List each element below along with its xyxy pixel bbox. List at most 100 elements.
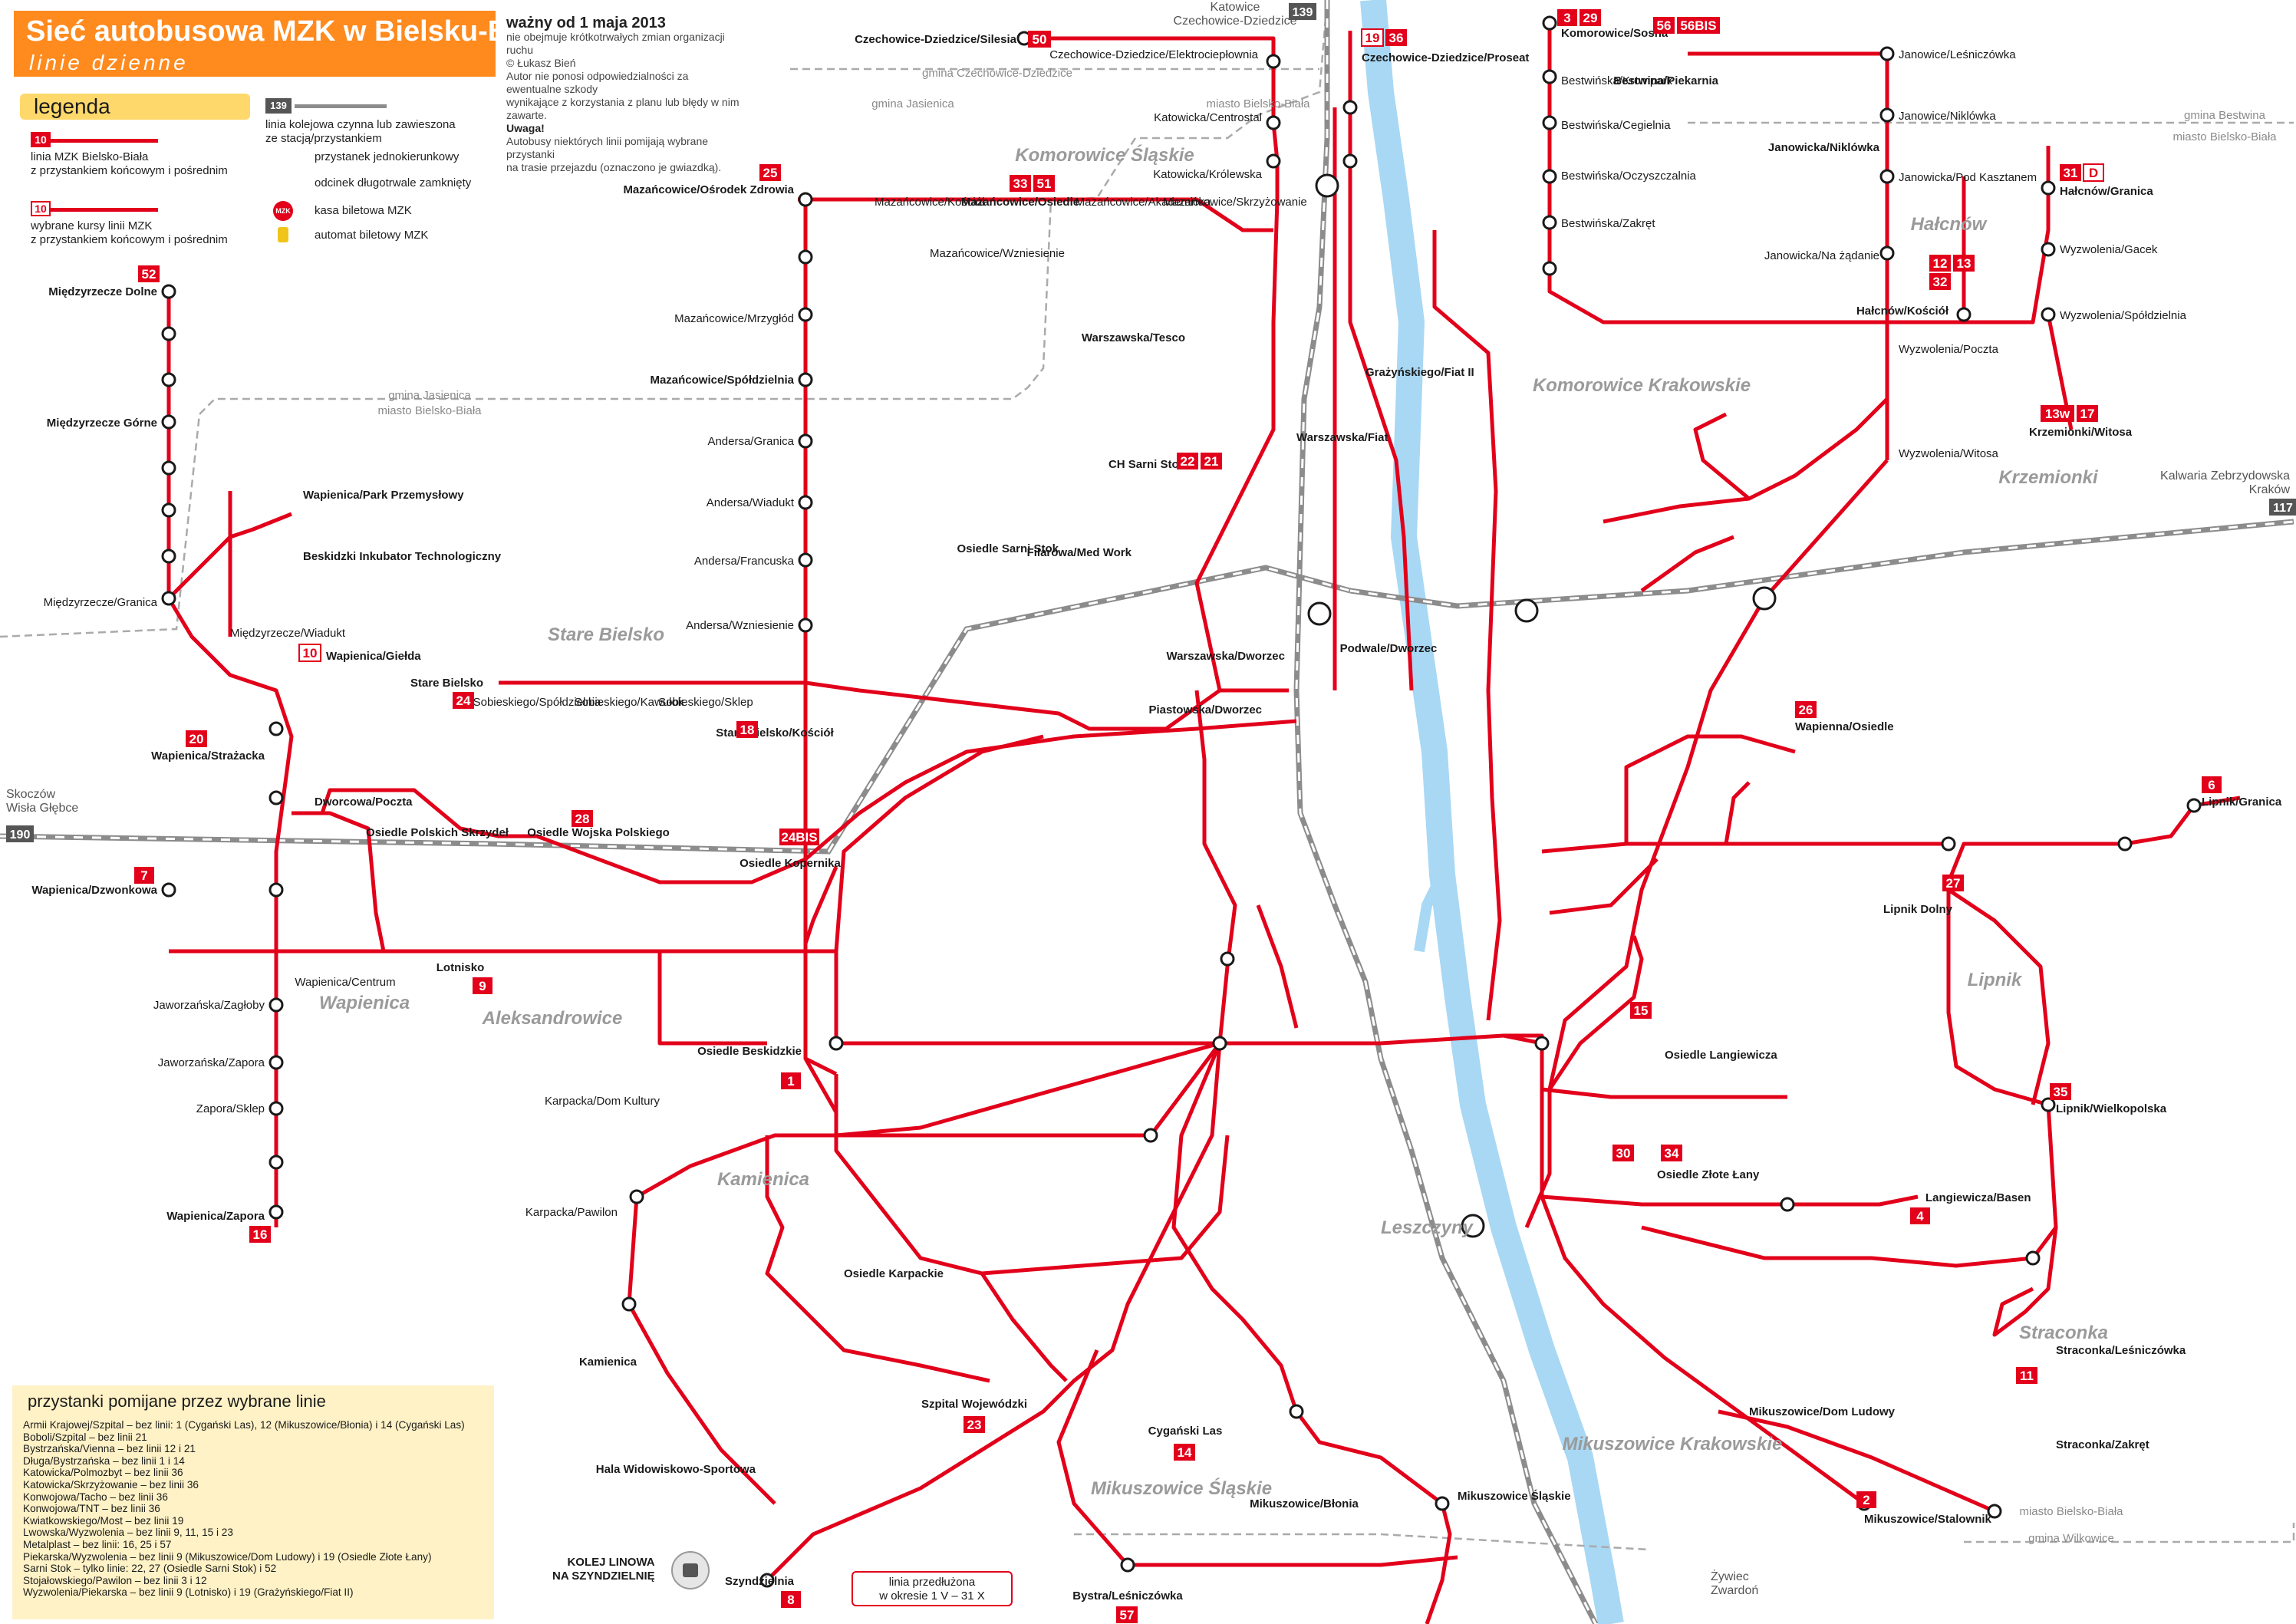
svg-text:Czechowice-Dziedzice/Proseat: Czechowice-Dziedzice/Proseat: [1362, 51, 1529, 64]
svg-text:Krzemionki/Witosa: Krzemionki/Witosa: [2029, 426, 2133, 439]
svg-text:Lipnik Dolny: Lipnik Dolny: [1883, 903, 1953, 916]
svg-text:Filarowa/Med Work: Filarowa/Med Work: [1027, 546, 1132, 559]
svg-text:Aleksandrowice: Aleksandrowice: [482, 1008, 623, 1029]
svg-text:Mikuszowice/Dom Ludowy: Mikuszowice/Dom Ludowy: [1749, 1405, 1896, 1418]
svg-text:Wapienica/Strażacka: Wapienica/Strażacka: [151, 749, 265, 763]
svg-text:Międzyrzecze Dolne: Międzyrzecze Dolne: [48, 285, 157, 298]
svg-text:Warszawska/Dworzec: Warszawska/Dworzec: [1166, 650, 1285, 663]
validity-line: Autobusy niektórych linii pomijają wybra…: [506, 135, 709, 160]
svg-text:Osiedle Kopernika: Osiedle Kopernika: [740, 857, 841, 870]
legend-item: automat biletowy MZK: [315, 229, 429, 242]
svg-text:Osiedle Złote Łany: Osiedle Złote Łany: [1657, 1168, 1760, 1181]
svg-text:Mazańcowice/Spółdzielnia: Mazańcowice/Spółdzielnia: [650, 374, 794, 387]
svg-text:14: 14: [1178, 1445, 1192, 1460]
svg-text:miasto Bielsko-Biała: miasto Bielsko-Biała: [2019, 1505, 2123, 1518]
svg-text:56BIS: 56BIS: [1680, 18, 1716, 33]
svg-text:Wyzwolenia/Poczta: Wyzwolenia/Poczta: [1899, 343, 1999, 356]
svg-text:Piastowska/Dworzec: Piastowska/Dworzec: [1148, 703, 1262, 716]
svg-text:11: 11: [2020, 1369, 2034, 1383]
validity-line: nie obejmuje krótkotrwałych zmian organi…: [506, 31, 725, 56]
svg-text:Wapienica/Zapora: Wapienica/Zapora: [166, 1210, 265, 1223]
legend-ticket-machine-icon: [278, 227, 288, 242]
svg-text:Stare Bielsko: Stare Bielsko: [410, 677, 483, 690]
svg-text:Janowicka/Na żądanie: Janowicka/Na żądanie: [1764, 249, 1879, 262]
list-item: Armii Krajowej/Szpital – bez linii: 1 (C…: [23, 1419, 465, 1431]
svg-text:Andersa/Wiadukt: Andersa/Wiadukt: [707, 496, 795, 509]
legend-kasa-icon: MZK: [273, 201, 293, 221]
svg-text:Andersa/Granica: Andersa/Granica: [707, 435, 794, 448]
svg-text:Szpital Wojewódzki: Szpital Wojewódzki: [921, 1398, 1027, 1411]
skipped-stops-title: przystanki pomijane przez wybrane linie: [28, 1392, 326, 1411]
svg-text:10: 10: [303, 646, 318, 660]
svg-text:Stare Bielsko/Kościół: Stare Bielsko/Kościół: [716, 726, 834, 740]
svg-text:Bestwińska/Cegielnia: Bestwińska/Cegielnia: [1561, 119, 1671, 132]
svg-text:190: 190: [10, 828, 31, 842]
svg-text:Katowicka/Królewska: Katowicka/Królewska: [1153, 168, 1262, 181]
svg-text:Katowicka/Centrostal: Katowicka/Centrostal: [1154, 111, 1262, 124]
svg-text:25: 25: [763, 166, 778, 180]
svg-text:29: 29: [1583, 11, 1598, 25]
svg-text:Osiedle Karpackie: Osiedle Karpackie: [844, 1267, 944, 1280]
svg-text:Sobieskiego/Kawułok: Sobieskiego/Kawułok: [575, 696, 684, 709]
svg-text:Wapienica: Wapienica: [319, 993, 410, 1013]
svg-text:2: 2: [1863, 1493, 1869, 1507]
svg-text:Mazańcowice/Osiedle: Mazańcowice/Osiedle: [961, 196, 1079, 209]
validity-warning: Uwaga!: [506, 122, 545, 134]
svg-text:Międzyrzecze Górne: Międzyrzecze Górne: [47, 417, 157, 430]
svg-text:Warszawska/Fiat: Warszawska/Fiat: [1296, 431, 1388, 444]
svg-text:Andersa/Wzniesienie: Andersa/Wzniesienie: [686, 619, 794, 632]
svg-text:117: 117: [2273, 502, 2293, 515]
boundary-labels: gmina Czechowice-Dziedzice gmina Jasieni…: [377, 67, 2277, 1545]
svg-text:Wyzwolenia/Spółdzielnia: Wyzwolenia/Spółdzielnia: [2060, 309, 2187, 322]
svg-text:Wapienica/Dzwonkowa: Wapienica/Dzwonkowa: [31, 884, 157, 897]
svg-text:Mikuszowice/Błonia: Mikuszowice/Błonia: [1250, 1497, 1359, 1510]
list-item: Stojałowskiego/Pawilon – bez linii 3 i 1…: [23, 1574, 207, 1586]
svg-text:Mazańcowice/Ośrodek Zdrowia: Mazańcowice/Ośrodek Zdrowia: [623, 183, 794, 196]
svg-text:CH Sarni Stok: CH Sarni Stok: [1108, 458, 1186, 471]
svg-text:Czechowice-Dziedzice/Elektroci: Czechowice-Dziedzice/Elektrociepłownia: [1049, 48, 1258, 61]
validity-notes: ważny od 1 maja 2013 nie obejmuje krótko…: [506, 15, 744, 174]
list-item: Sarni Stok – tylko linie: 22, 27 (Osiedl…: [23, 1563, 277, 1575]
validity-line: © Łukasz Bień: [506, 57, 576, 69]
railway-stations: [1307, 173, 1777, 1238]
svg-text:Straconka: Straconka: [2019, 1323, 2108, 1343]
svg-text:Zapora/Sklep: Zapora/Sklep: [196, 1102, 265, 1115]
svg-text:Straconka/Leśniczówka: Straconka/Leśniczówka: [2056, 1344, 2186, 1357]
svg-text:Hałcnów/Granica: Hałcnów/Granica: [2060, 185, 2153, 198]
svg-text:1: 1: [787, 1074, 794, 1089]
svg-text:7: 7: [140, 868, 147, 883]
svg-text:Osiedle Beskidzkie: Osiedle Beskidzkie: [697, 1045, 802, 1058]
svg-text:Sobieskiego/Spółdzielnia: Sobieskiego/Spółdzielnia: [473, 696, 601, 709]
svg-text:gmina Bestwina: gmina Bestwina: [2184, 109, 2266, 122]
svg-text:Janowicka/Pod Kasztanem: Janowicka/Pod Kasztanem: [1899, 171, 2037, 184]
svg-text:Grażyńskiego/Fiat II: Grażyńskiego/Fiat II: [1365, 366, 1474, 379]
svg-text:miasto Bielsko-Biała: miasto Bielsko-Biała: [377, 404, 482, 417]
svg-text:Osiedle Wojska Polskiego: Osiedle Wojska Polskiego: [527, 826, 670, 839]
svg-text:Mikuszowice/Stalownik: Mikuszowice/Stalownik: [1864, 1513, 1992, 1526]
svg-text:57: 57: [1120, 1608, 1135, 1622]
svg-text:23: 23: [967, 1418, 982, 1432]
svg-text:Bystra/Leśniczówka: Bystra/Leśniczówka: [1072, 1589, 1183, 1603]
svg-text:Międzyrzecze/Granica: Międzyrzecze/Granica: [44, 596, 158, 609]
list-item: Katowicka/Skrzyżowanie – bez linii 36: [23, 1478, 199, 1491]
legend-line-badge: 10: [31, 132, 51, 147]
stop-markers: [161, 15, 2202, 1588]
svg-text:Hałcnów/Kościół: Hałcnów/Kościół: [1856, 305, 1949, 318]
rail-labels: 139 Katowice Czechowice-Dziedzice 190 Sk…: [6, 1, 2296, 1597]
cable-car-icon: [671, 1551, 710, 1589]
svg-text:Komorowice Krakowskie: Komorowice Krakowskie: [1533, 375, 1751, 396]
svg-text:35: 35: [2054, 1085, 2068, 1099]
svg-text:Straconka/Zakręt: Straconka/Zakręt: [2056, 1438, 2149, 1451]
svg-text:gmina Wilkowice: gmina Wilkowice: [2028, 1532, 2114, 1545]
svg-text:Lipnik: Lipnik: [1968, 970, 2023, 990]
svg-text:Wapienica/Park Przemysłowy: Wapienica/Park Przemysłowy: [303, 489, 464, 502]
svg-text:21: 21: [1204, 454, 1219, 469]
svg-text:Mazańcowice/Kościół: Mazańcowice/Kościół: [875, 196, 985, 209]
skipped-stops-list: Armii Krajowej/Szpital – bez linii: 1 (C…: [23, 1419, 465, 1599]
svg-text:9: 9: [479, 979, 486, 993]
svg-text:3: 3: [1563, 11, 1570, 25]
svg-text:Wisła Głębce: Wisła Głębce: [6, 802, 78, 815]
legend-line-sample-alt: 10: [31, 201, 230, 216]
svg-text:15: 15: [1634, 1003, 1649, 1018]
